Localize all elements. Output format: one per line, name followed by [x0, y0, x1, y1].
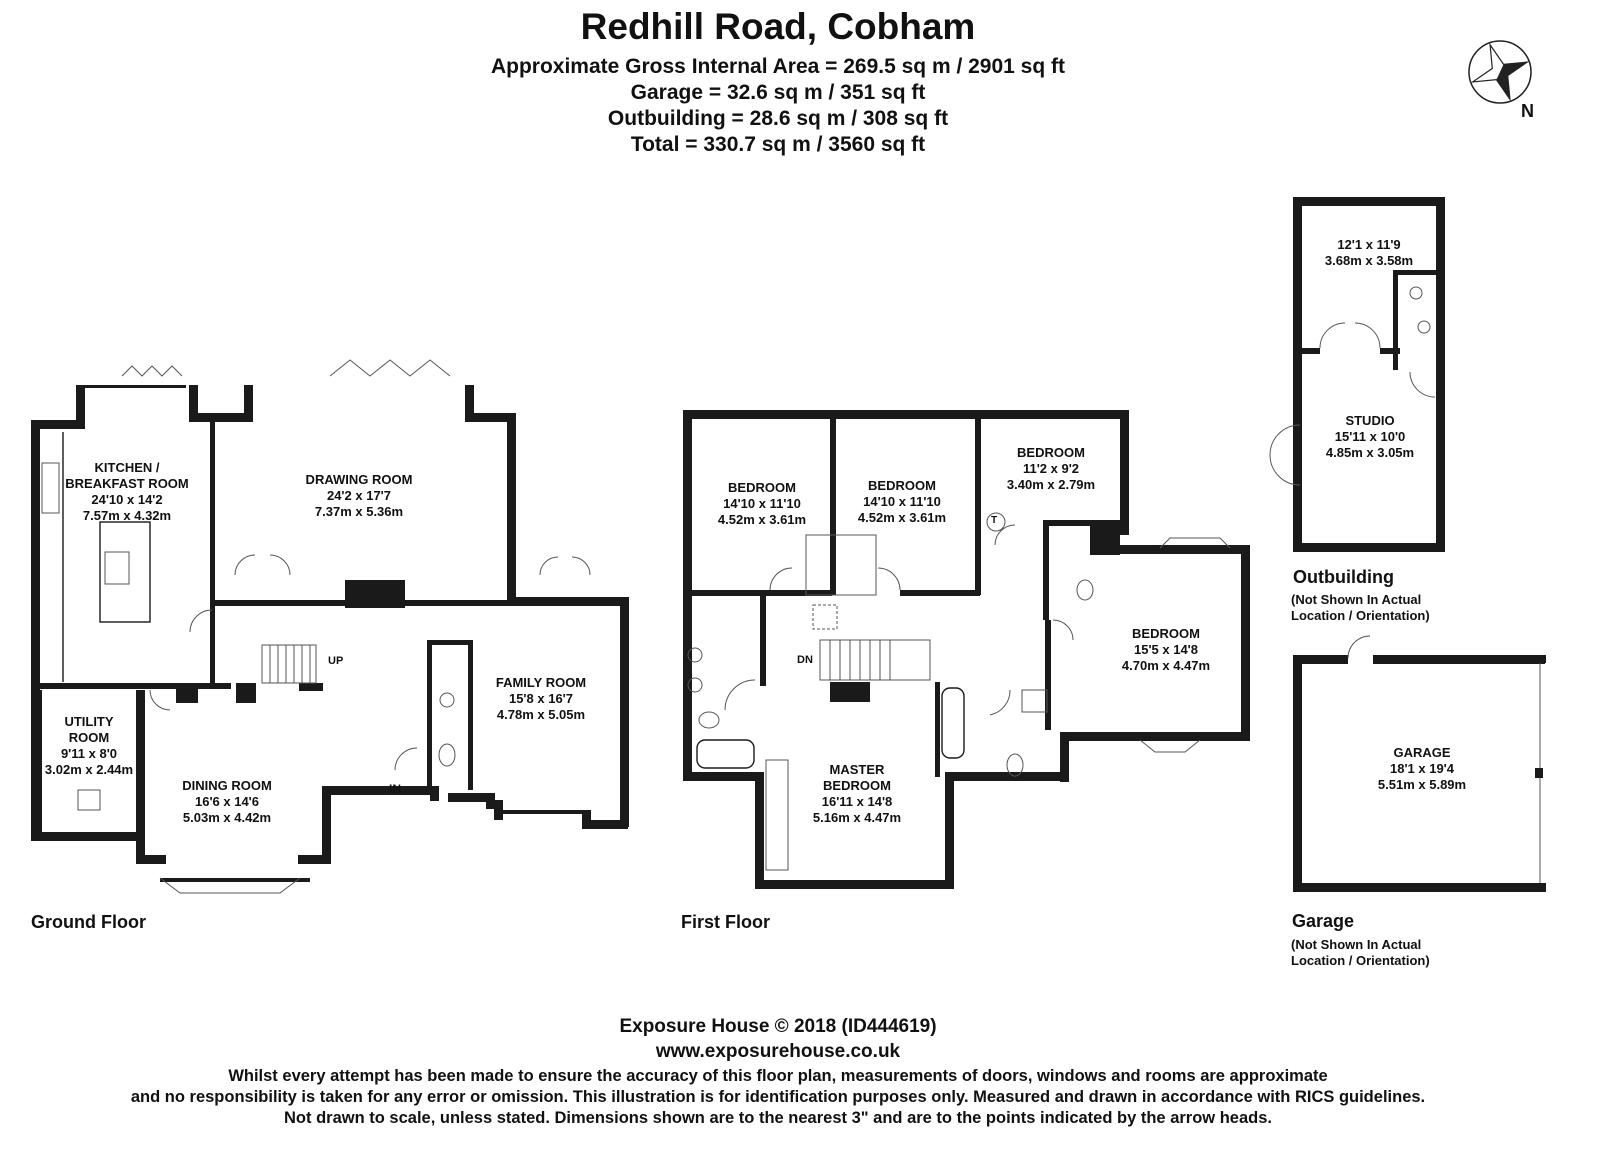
outbuilding-plan	[1269, 197, 1445, 552]
tank-label: T	[991, 515, 998, 526]
room-name: BEDROOM	[1132, 626, 1200, 641]
page-title: Redhill Road, Cobham	[580, 6, 976, 47]
tank-icon	[986, 512, 1006, 532]
room-imperial: 24'10 x 14'2	[91, 492, 163, 507]
room-imperial: 15'8 x 16'7	[508, 691, 574, 706]
garage-label: Garage	[1292, 911, 1355, 931]
room-drawing: DRAWING ROOM 24'2 x 17'7 7.37m x 5.36m	[306, 472, 413, 520]
room-imperial: 9'11 x 8'0	[60, 746, 118, 761]
compass-north-label: N	[1521, 101, 1534, 121]
room-master-bedroom: MASTER BEDROOM 16'11 x 14'8 5.16m x 4.47…	[813, 762, 901, 826]
room-name: FAMILY ROOM	[495, 675, 587, 690]
outbuilding-label: Outbuilding	[1293, 567, 1394, 587]
room-metric: 5.51m x 5.89m	[1377, 777, 1467, 792]
room-imperial: 15'11 x 10'0	[1334, 429, 1406, 444]
copyright-line: Exposure House © 2018 (ID444619)	[619, 1016, 937, 1037]
room-metric: 4.78m x 5.05m	[496, 707, 586, 722]
room-bedroom-1: BEDROOM 14'10 x 11'10 4.52m x 3.61m	[718, 480, 806, 528]
disclaimer-line-1: Whilst every attempt has been made to en…	[228, 1067, 1328, 1085]
room-imperial: 18'1 x 19'4	[1389, 761, 1455, 776]
compass-icon	[1468, 40, 1532, 104]
room-metric: 3.02m x 2.44m	[44, 762, 134, 777]
outbuilding-area-line: Outbuilding = 28.6 sq m / 308 sq ft	[607, 107, 949, 130]
first-floor-stairs	[819, 639, 931, 681]
garage-plan	[1293, 635, 1546, 892]
room-imperial: 16'11 x 14'8	[821, 794, 893, 809]
room-metric: 4.52m x 3.61m	[717, 512, 807, 527]
room-imperial: 14'10 x 11'10	[863, 494, 941, 509]
room-studio: STUDIO 15'11 x 10'0 4.85m x 3.05m	[1326, 413, 1414, 461]
room-name: GARAGE	[1393, 745, 1451, 760]
disclaimer-line-2: and no responsibility is taken for any e…	[130, 1088, 1426, 1106]
room-name: DRAWING ROOM	[305, 472, 413, 487]
entrance-label: IN	[389, 782, 401, 796]
room-imperial: 16'6 x 14'6	[194, 794, 260, 809]
room-metric: 4.70m x 4.47m	[1121, 658, 1211, 673]
room-garage: GARAGE 18'1 x 19'4 5.51m x 5.89m	[1378, 745, 1466, 793]
ground-stairs	[261, 644, 317, 684]
room-kitchen: KITCHEN / BREAKFAST ROOM 24'10 x 14'2 7.…	[65, 460, 189, 524]
room-name: DINING ROOM	[182, 778, 272, 793]
stairs-down-label: DN	[797, 654, 813, 666]
room-name: UTILITY ROOM	[64, 714, 114, 745]
room-name: BEDROOM	[728, 480, 796, 495]
room-imperial: 11'2 x 9'2	[1022, 461, 1080, 476]
room-imperial: 12'1 x 11'9	[1337, 237, 1401, 252]
room-dining: DINING ROOM 16'6 x 14'6 5.03m x 4.42m	[182, 778, 272, 826]
room-name: BEDROOM	[868, 478, 936, 493]
room-family: FAMILY ROOM 15'8 x 16'7 4.78m x 5.05m	[496, 675, 586, 723]
room-imperial: 24'2 x 17'7	[326, 488, 392, 503]
room-imperial: 15'5 x 14'8	[1133, 642, 1199, 657]
room-bedroom-2: BEDROOM 14'10 x 11'10 4.52m x 3.61m	[858, 478, 946, 526]
garage-note: (Not Shown In Actual Location / Orientat…	[1291, 937, 1430, 968]
website-link[interactable]: www.exposurehouse.co.uk	[655, 1041, 901, 1062]
first-floor-plan	[683, 410, 1250, 889]
room-metric: 7.37m x 5.36m	[314, 504, 404, 519]
ground-floor-plan	[31, 359, 629, 894]
room-utility: UTILITY ROOM 9'11 x 8'0 3.02m x 2.44m	[45, 714, 133, 778]
room-metric: 5.16m x 4.47m	[812, 810, 902, 825]
room-bedroom-3: BEDROOM 11'2 x 9'2 3.40m x 2.79m	[1007, 445, 1095, 493]
room-name: STUDIO	[1345, 413, 1395, 428]
room-metric: 4.52m x 3.61m	[857, 510, 947, 525]
room-bedroom-4: BEDROOM 15'5 x 14'8 4.70m x 4.47m	[1122, 626, 1210, 674]
stairs-up-label: UP	[328, 655, 344, 667]
room-name: KITCHEN / BREAKFAST ROOM	[65, 460, 189, 491]
disclaimer-line-3: Not drawn to scale, unless stated. Dimen…	[284, 1109, 1272, 1127]
room-metric: 5.03m x 4.42m	[182, 810, 272, 825]
ground-floor-label: Ground Floor	[31, 912, 146, 932]
room-imperial: 14'10 x 11'10	[723, 496, 801, 511]
garage-area-line: Garage = 32.6 sq m / 351 sq ft	[630, 81, 926, 104]
room-metric: 4.85m x 3.05m	[1325, 445, 1415, 460]
total-area-line: Total = 330.7 sq m / 3560 sq ft	[630, 133, 926, 156]
room-outbuilding-store: 12'1 x 11'9 3.68m x 3.58m	[1325, 237, 1413, 269]
outbuilding-note: (Not Shown In Actual Location / Orientat…	[1291, 592, 1430, 623]
room-metric: 7.57m x 4.32m	[82, 508, 172, 523]
room-metric: 3.40m x 2.79m	[1006, 477, 1096, 492]
first-floor-label: First Floor	[681, 912, 770, 932]
room-metric: 3.68m x 3.58m	[1324, 253, 1414, 268]
room-name: BEDROOM	[1017, 445, 1085, 460]
room-name: MASTER BEDROOM	[823, 762, 891, 793]
gross-area-line: Approximate Gross Internal Area = 269.5 …	[490, 55, 1066, 78]
